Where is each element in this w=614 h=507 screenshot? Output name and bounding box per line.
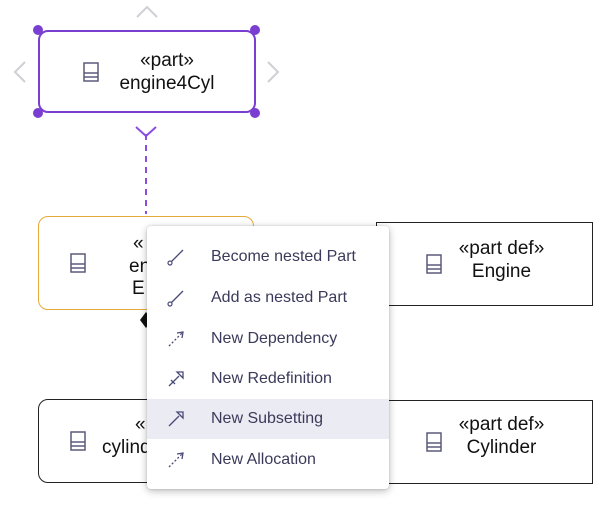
nested-part-icon: [167, 249, 184, 266]
node-name: en: [129, 256, 151, 277]
node-name: Engine: [471, 261, 532, 282]
chevron-up-icon[interactable]: [136, 5, 158, 18]
node-stereotype: «: [135, 414, 146, 435]
menu-item-new-dependency[interactable]: New Dependency: [147, 319, 389, 359]
menu-item-new-allocation[interactable]: New Allocation: [147, 440, 389, 480]
part-node-engine4cyl[interactable]: «part» engine4Cyl: [38, 30, 256, 113]
resize-handle-sw[interactable]: [33, 108, 43, 118]
menu-item-label: New Redefinition: [211, 370, 332, 387]
resize-handle-se[interactable]: [250, 108, 260, 118]
menu-item-new-subsetting[interactable]: New Subsetting: [147, 399, 389, 439]
chevron-left-icon[interactable]: [13, 61, 26, 83]
menu-item-label: New Allocation: [211, 451, 316, 468]
menu-item-label: New Subsetting: [211, 410, 324, 427]
node-stereotype: «part»: [140, 50, 194, 71]
resize-handle-nw[interactable]: [33, 25, 43, 35]
dependency-icon: [168, 331, 184, 347]
menu-item-label: Add as nested Part: [211, 289, 348, 306]
node-label: «part» engine4Cyl: [80, 49, 254, 95]
part-icon: [70, 431, 86, 451]
node-stereotype: «part def»: [458, 238, 545, 259]
menu-item-become-nested-part[interactable]: Become nested Part: [147, 237, 389, 277]
chevron-right-icon[interactable]: [267, 61, 280, 83]
redefinition-icon: [168, 371, 184, 387]
menu-item-add-as-nested-part[interactable]: Add as nested Part: [147, 278, 389, 318]
node-name: Cylinder: [466, 437, 537, 458]
allocation-icon: [168, 452, 184, 468]
menu-item-label: New Dependency: [211, 330, 338, 347]
edge-arrowhead-icon: [135, 126, 157, 138]
node-name: cylind: [102, 437, 151, 458]
part-icon: [83, 61, 99, 82]
part-def-icon: [426, 432, 442, 452]
node-stereotype: «part def»: [458, 414, 545, 435]
node-type: E: [132, 278, 145, 299]
part-def-node-cylinder[interactable]: «part def» Cylinder: [376, 400, 593, 484]
menu-item-new-redefinition[interactable]: New Redefinition: [147, 359, 389, 399]
node-stereotype: «: [133, 233, 144, 254]
node-name: engine4Cyl: [119, 73, 215, 94]
node-label: «part def» Cylinder: [411, 413, 592, 459]
part-icon: [70, 253, 86, 273]
nested-part-icon: [167, 290, 184, 307]
subsetting-icon: [168, 411, 184, 427]
resize-handle-ne[interactable]: [250, 25, 260, 35]
node-label: «part def» Engine: [411, 237, 592, 283]
menu-item-label: Become nested Part: [211, 248, 356, 265]
part-def-icon: [426, 254, 442, 274]
part-def-node-engine[interactable]: «part def» Engine: [376, 222, 593, 306]
context-menu: Become nested Part Add as nested Part Ne…: [147, 226, 389, 489]
